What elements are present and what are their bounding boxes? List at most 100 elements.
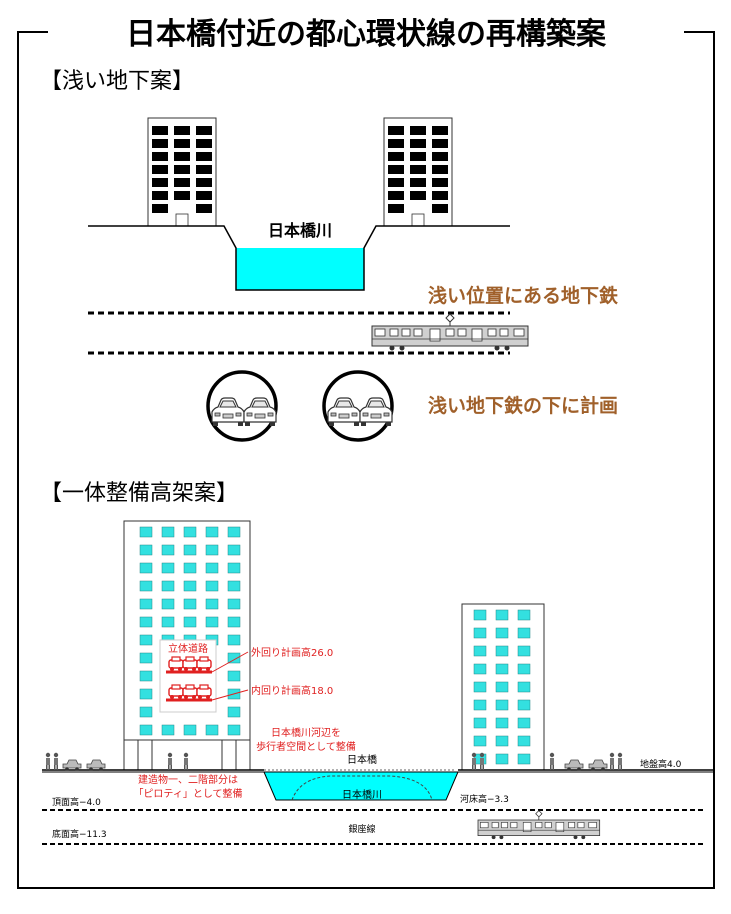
building-window bbox=[473, 717, 487, 729]
tunnel-left bbox=[206, 370, 278, 442]
building-window bbox=[517, 681, 531, 693]
building-window bbox=[227, 706, 241, 718]
top-level-label: 頂面高−4.0 bbox=[52, 796, 101, 808]
riverside-note-1: 日本橋川河辺を bbox=[271, 726, 341, 739]
building-window bbox=[517, 717, 531, 729]
building-window bbox=[227, 634, 241, 646]
building-window bbox=[517, 609, 531, 621]
building-window bbox=[517, 699, 531, 711]
building-window bbox=[161, 598, 175, 610]
building-window bbox=[183, 562, 197, 574]
building-window bbox=[139, 580, 153, 592]
elevated-heading: 【一体整備高架案】 bbox=[40, 481, 238, 506]
building-window bbox=[161, 526, 175, 538]
building-window bbox=[139, 634, 153, 646]
building-window bbox=[205, 724, 219, 736]
upper-deck bbox=[166, 651, 249, 674]
building-window bbox=[139, 616, 153, 628]
building-window bbox=[473, 609, 487, 621]
building-window bbox=[161, 562, 175, 574]
building-window bbox=[517, 645, 531, 657]
building-window bbox=[205, 616, 219, 628]
building-window bbox=[161, 580, 175, 592]
ground-level-label: 地盤高4.0 bbox=[640, 758, 682, 770]
building-window bbox=[139, 562, 153, 574]
piloti-note-1: 建造物一、二階部分は bbox=[138, 773, 238, 786]
building-window bbox=[473, 627, 487, 639]
building-window bbox=[227, 598, 241, 610]
building-window bbox=[205, 526, 219, 538]
building-window bbox=[227, 616, 241, 628]
shallow-heading: 【浅い地下案】 bbox=[40, 69, 194, 94]
building-window bbox=[139, 544, 153, 556]
building-window bbox=[495, 645, 509, 657]
shallow-ground-line bbox=[88, 225, 510, 291]
shallow-building-left bbox=[147, 117, 217, 227]
building-window bbox=[495, 681, 509, 693]
outer-loop-label: 外回り計画高26.0 bbox=[251, 646, 333, 659]
building-window bbox=[161, 544, 175, 556]
building-window bbox=[183, 598, 197, 610]
building-window bbox=[139, 688, 153, 700]
building-window bbox=[205, 562, 219, 574]
tunnel-right bbox=[322, 370, 394, 442]
building-window bbox=[227, 544, 241, 556]
shallow-river-water bbox=[236, 248, 364, 290]
building-window bbox=[495, 609, 509, 621]
building-window bbox=[495, 699, 509, 711]
shallow-river-label: 日本橋川 bbox=[268, 221, 332, 240]
shallow-subway-train bbox=[371, 313, 529, 351]
building-window bbox=[161, 616, 175, 628]
building-window bbox=[139, 724, 153, 736]
building-window bbox=[517, 663, 531, 675]
riverside-note-2: 歩行者空間として整備 bbox=[256, 740, 356, 753]
building-window bbox=[139, 670, 153, 682]
building-window bbox=[227, 580, 241, 592]
piloti-note-2: 「ピロティ」として整備 bbox=[133, 787, 242, 800]
building-window bbox=[517, 753, 531, 765]
building-window bbox=[139, 706, 153, 718]
elevated-building-right bbox=[461, 603, 545, 771]
building-window bbox=[495, 753, 509, 765]
building-window bbox=[495, 735, 509, 747]
building-window bbox=[227, 724, 241, 736]
building-window bbox=[227, 526, 241, 538]
shallow-building-right bbox=[383, 117, 453, 227]
shallow-plan-label: 浅い地下鉄の下に計画 bbox=[428, 394, 618, 417]
riverbed-level-label: 河床高−3.3 bbox=[460, 793, 509, 805]
building-window bbox=[139, 652, 153, 664]
building-window bbox=[473, 735, 487, 747]
ginza-train bbox=[477, 810, 601, 840]
building-window bbox=[473, 699, 487, 711]
ginza-line-label: 銀座線 bbox=[348, 823, 375, 835]
building-window bbox=[205, 544, 219, 556]
building-window bbox=[517, 627, 531, 639]
building-window bbox=[161, 724, 175, 736]
building-window bbox=[139, 526, 153, 538]
building-window bbox=[495, 717, 509, 729]
frame bbox=[17, 31, 715, 889]
building-window bbox=[183, 616, 197, 628]
building-window bbox=[473, 681, 487, 693]
building-window bbox=[183, 544, 197, 556]
building-window bbox=[183, 580, 197, 592]
building-window bbox=[495, 663, 509, 675]
building-window bbox=[473, 645, 487, 657]
bridge-label: 日本橋 bbox=[347, 753, 377, 766]
building-window bbox=[183, 526, 197, 538]
building-window bbox=[205, 580, 219, 592]
page-title: 日本橋付近の都心環状線の再構築案 bbox=[126, 17, 607, 52]
elevated-building-left bbox=[123, 520, 251, 771]
bridge-arch bbox=[291, 775, 433, 801]
elevated-river-label: 日本橋川 bbox=[342, 788, 382, 801]
building-window bbox=[205, 598, 219, 610]
building-window bbox=[227, 670, 241, 682]
building-window bbox=[139, 598, 153, 610]
building-window bbox=[473, 663, 487, 675]
bottom-level-label: 底面高−11.3 bbox=[52, 828, 107, 840]
shallow-subway-label: 浅い位置にある地下鉄 bbox=[428, 284, 618, 307]
inner-loop-label: 内回り計画高18.0 bbox=[251, 684, 333, 697]
building-window bbox=[495, 627, 509, 639]
road-box-label: 立体道路 bbox=[168, 642, 208, 655]
building-window bbox=[227, 652, 241, 664]
